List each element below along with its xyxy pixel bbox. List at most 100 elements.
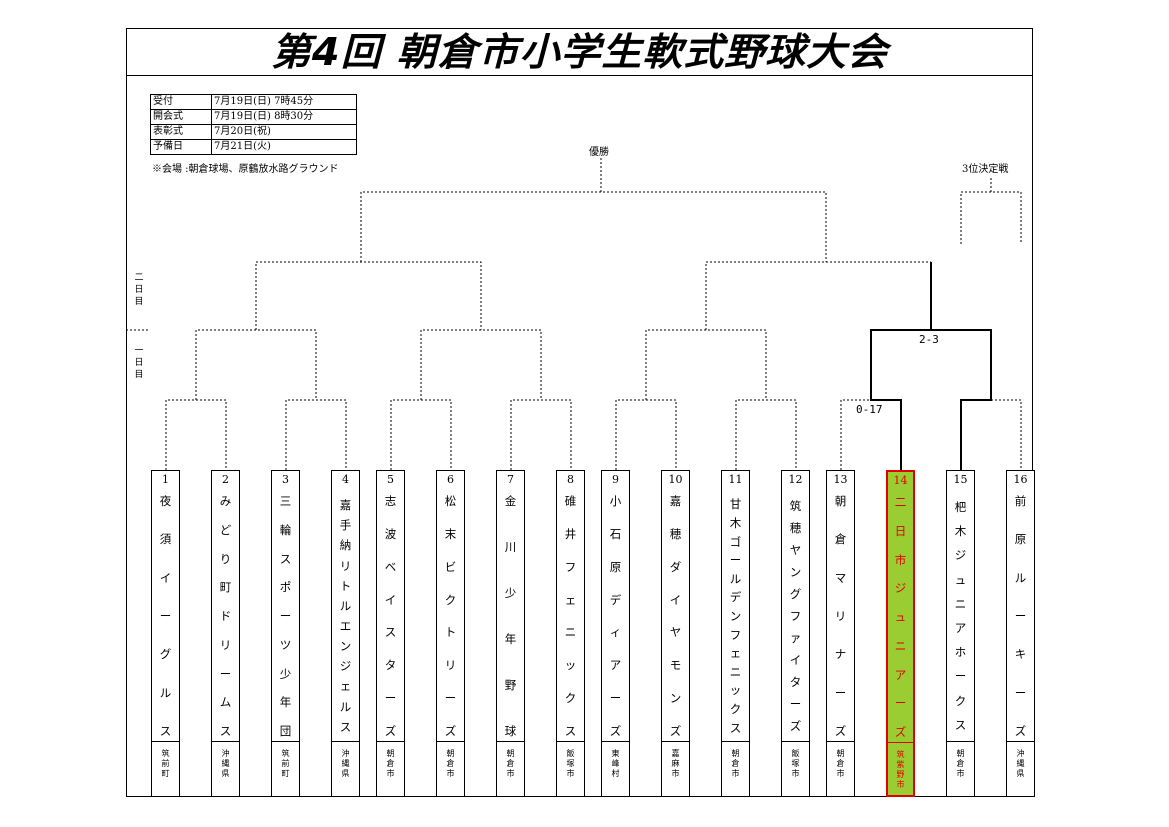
team-name: 杷木ジュニアホークス bbox=[954, 500, 967, 732]
team-divider bbox=[782, 741, 809, 742]
team-divider bbox=[1007, 741, 1034, 742]
team-number: 14 bbox=[893, 474, 908, 487]
team-number: 5 bbox=[387, 473, 394, 486]
team-name: 朝倉マリナーズ bbox=[834, 494, 847, 738]
team-divider bbox=[152, 741, 179, 742]
team-number: 9 bbox=[612, 473, 619, 486]
title-bar: 第4回 朝倉市小学生軟式野球大会 bbox=[126, 28, 1033, 76]
team-name: 三輪スポーツ少年団 bbox=[279, 494, 292, 738]
team-number: 3 bbox=[282, 473, 289, 486]
schedule-row: 開会式 7月19日(日) 8時30分 bbox=[150, 109, 357, 125]
team-divider bbox=[557, 741, 584, 742]
team-name: 前原ルーキーズ bbox=[1014, 494, 1027, 738]
team-divider bbox=[602, 741, 629, 742]
team-name: 志波ベイスターズ bbox=[384, 494, 397, 738]
bracket-line bbox=[420, 329, 542, 400]
schedule-table: 受付 7月19日(日) 7時45分 開会式 7月19日(日) 8時30分 表彰式… bbox=[150, 94, 357, 155]
team-divider bbox=[888, 742, 913, 743]
team-divider bbox=[827, 741, 854, 742]
team-number: 7 bbox=[507, 473, 514, 486]
team-city: 朝倉市 bbox=[446, 749, 455, 778]
team-divider bbox=[497, 741, 524, 742]
venue-note: ※会場 :朝倉球場、原鶴放水路グラウンド bbox=[152, 164, 339, 175]
team-divider bbox=[947, 741, 974, 742]
team-box: 2 みどり町ドリームス沖縄県 bbox=[211, 470, 240, 797]
schedule-value: 7月21日(火) bbox=[211, 139, 357, 155]
bracket-line bbox=[390, 399, 452, 470]
third-place-label: 3位決定戦 bbox=[962, 164, 1009, 175]
bracket-line bbox=[645, 329, 767, 400]
team-city: 筑前町 bbox=[281, 749, 290, 778]
team-box: 12 筑穂ヤングファイターズ飯塚市 bbox=[781, 470, 810, 797]
bracket-line bbox=[840, 399, 871, 470]
team-divider bbox=[332, 741, 359, 742]
bracket-line bbox=[165, 399, 227, 470]
team-city: 嘉麻市 bbox=[671, 749, 680, 778]
team-city: 東峰村 bbox=[611, 749, 620, 778]
winner-path bbox=[870, 262, 932, 470]
team-box: 13 朝倉マリナーズ朝倉市 bbox=[826, 470, 855, 797]
bracket-line bbox=[360, 191, 827, 262]
bracket-line bbox=[255, 261, 482, 330]
team-name: 嘉手納リトルエンジェルス bbox=[339, 498, 352, 734]
team-box: 14 二日市ジュニアーズ筑紫野市 bbox=[886, 470, 915, 797]
team-name: 小石原ディアーズ bbox=[609, 494, 622, 738]
team-box: 10 嘉穂ダイヤモンズ嘉麻市 bbox=[661, 470, 690, 797]
team-city: 飯塚市 bbox=[791, 749, 800, 778]
team-city: 沖縄県 bbox=[221, 749, 230, 778]
score-label: 0-17 bbox=[856, 403, 883, 416]
team-divider bbox=[662, 741, 689, 742]
team-city: 朝倉市 bbox=[956, 749, 965, 778]
team-box: 4 嘉手納リトルエンジェルス沖縄県 bbox=[331, 470, 360, 797]
team-city: 飯塚市 bbox=[566, 749, 575, 778]
bracket-line bbox=[615, 399, 677, 470]
team-city: 筑紫野市 bbox=[896, 750, 905, 789]
team-number: 15 bbox=[953, 473, 968, 486]
team-number: 2 bbox=[222, 473, 229, 486]
day2-label: 二日目 bbox=[134, 273, 144, 307]
team-city: 沖縄県 bbox=[341, 749, 350, 778]
team-name: みどり町ドリームス bbox=[219, 494, 232, 738]
final-label: 優勝 bbox=[589, 147, 609, 158]
team-number: 16 bbox=[1013, 473, 1028, 486]
team-city: 朝倉市 bbox=[836, 749, 845, 778]
team-box: 3 三輪スポーツ少年団筑前町 bbox=[271, 470, 300, 797]
schedule-row: 表彰式 7月20日(祝) bbox=[150, 124, 357, 140]
bracket-line bbox=[195, 329, 317, 400]
bracket-line bbox=[991, 399, 1022, 470]
team-city: 沖縄県 bbox=[1016, 749, 1025, 778]
score-label: 2-3 bbox=[919, 333, 939, 346]
bracket-line bbox=[285, 399, 347, 470]
team-number: 4 bbox=[342, 473, 349, 486]
bracket-line bbox=[960, 191, 1022, 244]
team-city: 筑前町 bbox=[161, 749, 170, 778]
team-box: 16 前原ルーキーズ沖縄県 bbox=[1006, 470, 1035, 797]
team-number: 12 bbox=[788, 473, 803, 486]
page-title: 第4回 朝倉市小学生軟式野球大会 bbox=[270, 30, 889, 74]
team-name: 碓井フェニックス bbox=[564, 494, 577, 738]
team-name: 筑穂ヤングファイターズ bbox=[789, 499, 802, 733]
bracket-line bbox=[735, 399, 797, 470]
team-number: 6 bbox=[447, 473, 454, 486]
team-name: 松末ビクトリーズ bbox=[444, 494, 457, 738]
team-name: 二日市ジュニアーズ bbox=[894, 495, 907, 739]
team-number: 13 bbox=[833, 473, 848, 486]
team-number: 10 bbox=[668, 473, 683, 486]
team-divider bbox=[722, 741, 749, 742]
team-box: 9 小石原ディアーズ東峰村 bbox=[601, 470, 630, 797]
team-divider bbox=[437, 741, 464, 742]
schedule-row: 予備日 7月21日(火) bbox=[150, 139, 357, 155]
team-divider bbox=[272, 741, 299, 742]
bracket-line bbox=[705, 261, 931, 330]
day1-label: 一日目 bbox=[134, 346, 144, 380]
team-name: 嘉穂ダイヤモンズ bbox=[669, 494, 682, 738]
team-number: 1 bbox=[162, 473, 169, 486]
team-number: 11 bbox=[728, 473, 743, 486]
winner-path bbox=[931, 329, 992, 470]
